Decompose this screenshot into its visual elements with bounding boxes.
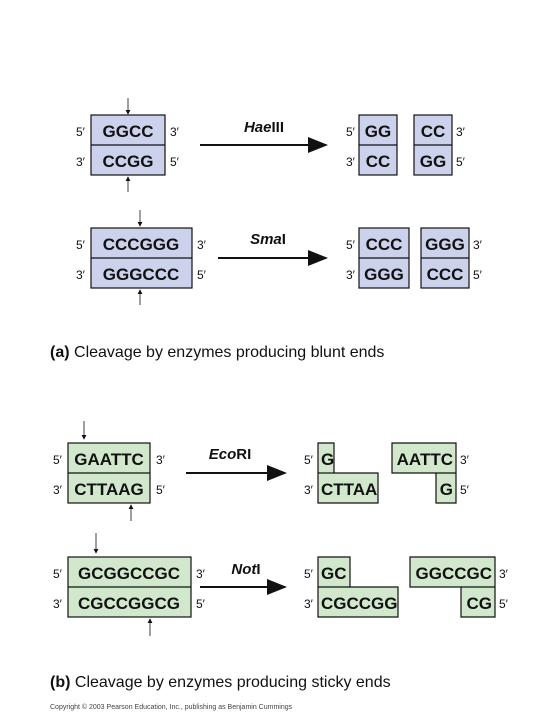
haeiii-row: GGCC CCGG 5′ 3′ 3′ 5′ HaeIII 5′ 3′ GG CC… <box>76 98 466 192</box>
svg-text:CGCCGG: CGCCGG <box>321 594 398 613</box>
sticky-fragment-right <box>409 556 496 618</box>
svg-text:CCCGGG: CCCGGG <box>103 235 180 254</box>
five-prime-label: 5′ <box>76 125 86 139</box>
svg-text:CC: CC <box>366 152 391 171</box>
svg-text:3′: 3′ <box>456 125 466 139</box>
sticky-fragment-right <box>391 442 457 504</box>
svg-text:GGG: GGG <box>364 265 404 284</box>
svg-text:3′: 3′ <box>304 597 314 611</box>
svg-text:GCGGCCGC: GCGGCCGC <box>78 564 180 583</box>
svg-text:5′: 5′ <box>197 268 207 282</box>
svg-text:3′: 3′ <box>346 268 356 282</box>
svg-text:3′: 3′ <box>304 483 314 497</box>
three-prime-label: 3′ <box>170 125 180 139</box>
svg-text:5′: 5′ <box>76 238 86 252</box>
svg-text:3′: 3′ <box>197 238 207 252</box>
svg-text:GG: GG <box>365 122 391 141</box>
svg-text:GGCCGC: GGCCGC <box>416 564 493 583</box>
svg-text:CCC: CCC <box>366 235 403 254</box>
copyright-notice: Copyright © 2003 Pearson Education, Inc.… <box>50 703 293 711</box>
svg-text:5′: 5′ <box>304 453 314 467</box>
svg-text:5′: 5′ <box>304 567 314 581</box>
smai-row: CCCGGG GGGCCC 5′ 3′ 3′ 5′ SmaI 5′ 3′ CCC… <box>76 210 483 305</box>
svg-text:3′: 3′ <box>156 453 166 467</box>
svg-text:GG: GG <box>420 152 446 171</box>
svg-text:GGG: GGG <box>425 235 465 254</box>
svg-text:GAATTC: GAATTC <box>74 450 144 469</box>
svg-text:5′: 5′ <box>456 155 466 169</box>
svg-text:5′: 5′ <box>346 125 356 139</box>
svg-text:5′: 5′ <box>196 597 206 611</box>
bottom-strand-sequence: CCGG <box>103 152 154 171</box>
svg-text:G: G <box>321 450 334 469</box>
sticky-fragment-left <box>317 556 399 618</box>
svg-text:5′: 5′ <box>53 567 63 581</box>
svg-text:3′: 3′ <box>460 453 470 467</box>
svg-text:3′: 3′ <box>346 155 356 169</box>
top-strand-sequence: GGCC <box>103 122 154 141</box>
ecori-row: GAATTC CTTAAG 5′ 3′ 3′ 5′ EcoRI 5′ 3′ G … <box>53 421 470 521</box>
svg-text:CTTAAG: CTTAAG <box>74 480 144 499</box>
svg-text:3′: 3′ <box>499 567 509 581</box>
svg-text:CGCCGGCG: CGCCGGCG <box>78 594 180 613</box>
svg-text:5′: 5′ <box>499 597 509 611</box>
svg-text:CC: CC <box>421 122 446 141</box>
svg-text:AATTC: AATTC <box>397 450 453 469</box>
svg-text:3′: 3′ <box>76 268 86 282</box>
svg-text:5′: 5′ <box>460 483 470 497</box>
svg-text:CTTAA: CTTAA <box>321 480 377 499</box>
enzyme-label: SmaI <box>250 231 286 248</box>
svg-text:3′: 3′ <box>53 483 63 497</box>
three-prime-label: 3′ <box>76 155 86 169</box>
caption-a: (a) Cleavage by enzymes producing blunt … <box>50 344 384 361</box>
five-prime-label: 5′ <box>170 155 180 169</box>
svg-text:3′: 3′ <box>196 567 206 581</box>
enzyme-label: HaeIII <box>244 119 284 136</box>
noti-row: GCGGCCGC CGCCGGCG 5′ 3′ 3′ 5′ NotI 5′ 3′… <box>53 533 509 636</box>
svg-text:3′: 3′ <box>473 238 483 252</box>
svg-text:5′: 5′ <box>346 238 356 252</box>
svg-text:GC: GC <box>321 564 347 583</box>
svg-text:5′: 5′ <box>156 483 166 497</box>
svg-text:5′: 5′ <box>53 453 63 467</box>
svg-text:CG: CG <box>467 594 493 613</box>
svg-text:3′: 3′ <box>53 597 63 611</box>
enzyme-label: EcoRI <box>209 446 252 463</box>
sticky-fragment-left <box>317 442 379 504</box>
enzyme-label: NotI <box>231 561 260 578</box>
caption-b: (b) Cleavage by enzymes producing sticky… <box>50 674 391 691</box>
svg-text:GGGCCC: GGGCCC <box>103 265 180 284</box>
svg-text:G: G <box>440 480 453 499</box>
svg-text:5′: 5′ <box>473 268 483 282</box>
svg-text:CCC: CCC <box>427 265 464 284</box>
